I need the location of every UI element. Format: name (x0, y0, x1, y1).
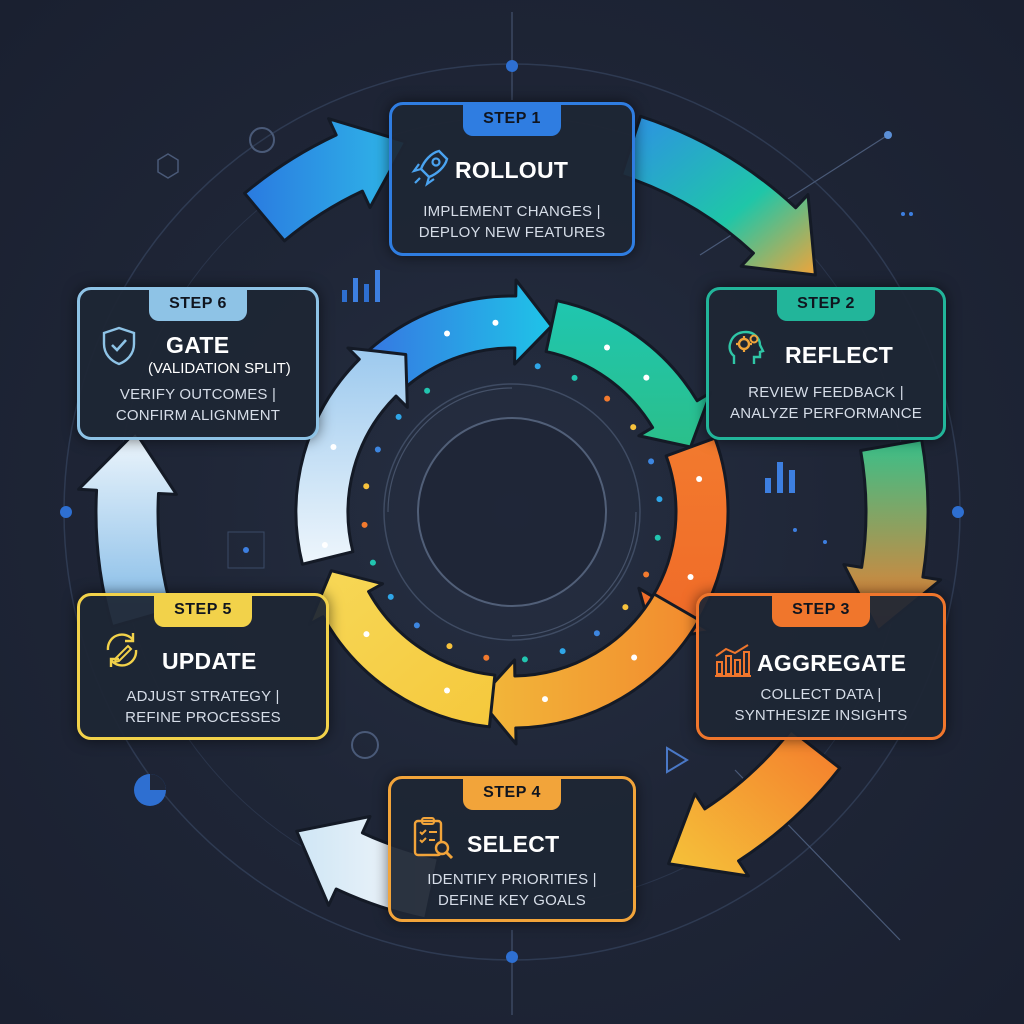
step-description-line1: ADJUST STRATEGY | (126, 688, 280, 705)
ring-dot (330, 444, 337, 451)
ring-dots (321, 319, 703, 703)
outer-arrow-aggregate-to-select (667, 728, 842, 878)
ring-dot (541, 696, 548, 703)
step-badge: STEP 5 (154, 593, 252, 627)
step-badge: STEP 6 (149, 287, 247, 321)
ring-dot (559, 648, 566, 655)
inner-arrow-amber (477, 592, 701, 746)
head-gears-icon (724, 324, 772, 377)
step-card-4: STEP 4 SELECT IDENTIFY PRIORITIES | DEFINE … (388, 776, 636, 922)
ring-dot (571, 374, 578, 381)
ring-dot (361, 521, 368, 528)
step-description-line2: CONFIRM ALIGNMENT (115, 407, 281, 424)
clipboard-search-icon (411, 815, 455, 866)
ring-dot (521, 656, 528, 663)
ring-dot (654, 534, 661, 541)
ring-dot (622, 604, 629, 611)
ring-dot (321, 541, 328, 548)
step-card-5: STEP 5 UPDATE ADJUST STRATEGY | REFINE PROC… (77, 593, 329, 740)
bar-chart-icon (713, 642, 753, 683)
step-card-3: STEP 3 AGGREGATE COLLECT DATA | SYNTHESIZE … (696, 593, 946, 740)
rocket-icon (409, 145, 453, 194)
step-title: REFLECT (785, 342, 894, 368)
step-title: UPDATE (162, 648, 257, 674)
step-description-line1: VERIFY OUTCOMES | (119, 386, 277, 403)
step-badge: STEP 3 (772, 593, 870, 627)
step-description-line1: COLLECT DATA | (760, 686, 882, 703)
ring-dot (648, 458, 655, 465)
inner-ring-arrows (294, 278, 730, 746)
step-card-6: STEP 6 GATE (VALIDATION SPLIT) VERIFY OUTCO… (77, 287, 319, 440)
outer-arrow-update-to-gate (77, 430, 178, 629)
step-title: AGGREGATE (757, 650, 907, 676)
step-description-line2: REFINE PROCESSES (125, 709, 281, 726)
ring-dot (413, 622, 420, 629)
ring-dot (643, 571, 650, 578)
step-description-line2: ANALYZE PERFORMANCE (730, 405, 922, 422)
outer-arrow-rollout-to-reflect (619, 114, 817, 277)
outer-ring-arrows (77, 114, 943, 921)
step-badge: STEP 2 (777, 287, 875, 321)
step-description-line2: DEFINE KEY GOALS (438, 892, 586, 909)
step-subtitle: (VALIDATION SPLIT) (148, 360, 291, 377)
ring-dot (387, 593, 394, 600)
ring-dot (483, 654, 490, 661)
inner-arrow-teal (544, 299, 713, 449)
step-description-line1: IDENTIFY PRIORITIES | (427, 871, 597, 888)
refresh-pencil-icon (100, 628, 144, 677)
step-card-2: STEP 2 REFLECT REVIEW FEEDBACK | ANALYZE PE… (706, 287, 946, 440)
ring-dot (630, 424, 637, 431)
ring-dot (444, 687, 451, 694)
step-description-line2: SYNTHESIZE INSIGHTS (734, 707, 908, 724)
ring-dot (363, 631, 370, 638)
ring-dot (444, 330, 451, 337)
ring-dot (643, 374, 650, 381)
inner-arrow-yellow (307, 569, 497, 729)
ring-dot (374, 446, 381, 453)
ring-dot (604, 395, 611, 402)
ring-dot (369, 559, 376, 566)
ring-dot (631, 654, 638, 661)
step-description-line2: DEPLOY NEW FEATURES (418, 224, 606, 241)
inner-arrow-white (294, 346, 409, 566)
step-title: GATE (166, 332, 230, 358)
ring-dot (593, 630, 600, 637)
ring-dot (656, 496, 663, 503)
ring-dot (604, 344, 610, 351)
step-card-1: STEP 1 ROLLOUT IMPLEMENT CHANGES | DEPLOY N… (389, 102, 635, 256)
ring-dot (395, 413, 402, 420)
step-description-line1: IMPLEMENT CHANGES | (423, 203, 601, 220)
ring-dot (424, 387, 431, 394)
step-title: SELECT (467, 831, 560, 857)
ring-dot (534, 363, 541, 370)
step-title: ROLLOUT (455, 157, 569, 183)
step-badge: STEP 1 (463, 102, 561, 136)
ring-dot (363, 483, 370, 490)
ring-dot (446, 643, 453, 650)
step-badge: STEP 4 (463, 776, 561, 810)
step-description-line1: REVIEW FEEDBACK | (748, 384, 904, 401)
ring-dot (687, 573, 694, 580)
outer-arrow-step6-to-rollout (243, 117, 408, 243)
outer-arrow-reflect-to-aggregate (842, 438, 943, 633)
ring-dot (696, 476, 703, 483)
shield-check-icon (98, 324, 140, 373)
ring-dot (492, 319, 499, 326)
